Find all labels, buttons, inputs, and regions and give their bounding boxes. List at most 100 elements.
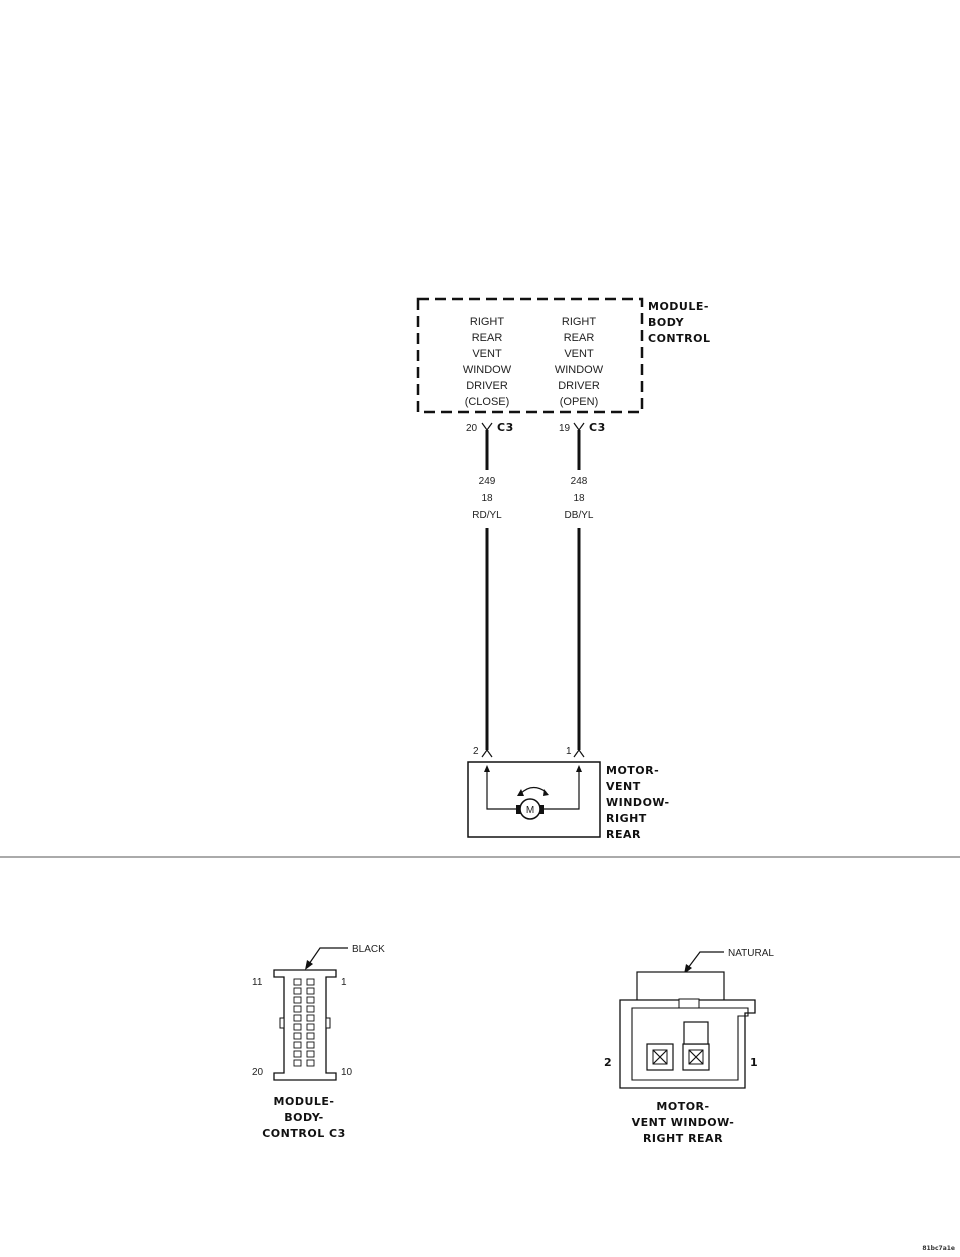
- svg-text:C3: C3: [589, 421, 606, 434]
- svg-text:C3: C3: [497, 421, 514, 434]
- svg-text:VENT: VENT: [564, 348, 594, 360]
- svg-text:(OPEN): (OPEN): [560, 396, 599, 408]
- module-title-line-3: CONTROL: [648, 332, 710, 345]
- motor-brush-right: [538, 805, 544, 814]
- wire-circuit: 248: [571, 476, 588, 487]
- connector-view-motor: NATURAL 2 1 MOTOR- VENT WINDOW- RIGHT RE…: [604, 948, 774, 1145]
- motor-internal-wiring: [486, 770, 580, 810]
- pin-label-left: 2: [604, 1056, 612, 1069]
- rotation-arrowhead-right: [543, 789, 549, 796]
- module-title-line-1: MODULE-: [648, 300, 709, 313]
- motor-brush-left: [516, 805, 522, 814]
- connector-cavity: [306, 987, 315, 995]
- pin-fork-symbol: [573, 748, 585, 758]
- connector-title-line-2: BODY-: [284, 1111, 323, 1124]
- module-title-line-2: BODY: [648, 316, 685, 329]
- color-label: NATURAL: [728, 948, 774, 959]
- pin-fork-symbol: [481, 422, 493, 432]
- connector-cavity: [306, 1005, 315, 1013]
- wire-open: 248 18 DB/YL: [565, 430, 594, 750]
- svg-text:DRIVER: DRIVER: [558, 380, 600, 392]
- connector-cavity: [293, 1032, 302, 1040]
- pin-label-bottom-right: 10: [341, 1067, 353, 1078]
- connector-cavity: [306, 1041, 315, 1049]
- connector-cavity: [293, 1014, 302, 1022]
- motor-pin-right: 1: [566, 746, 572, 757]
- wire-close: 249 18 RD/YL: [472, 430, 502, 750]
- motor-title-line-4: RIGHT: [606, 812, 647, 825]
- svg-text:RIGHT: RIGHT: [470, 316, 505, 328]
- pin-fork-symbol: [481, 748, 493, 758]
- module-dashed-outline: [416, 297, 644, 414]
- svg-text:REAR: REAR: [564, 332, 595, 344]
- pin-label-right: 1: [750, 1056, 758, 1069]
- wire-gauge: 18: [481, 493, 493, 504]
- svg-text:RIGHT: RIGHT: [562, 316, 597, 328]
- cavity-pin-2: [646, 1043, 674, 1071]
- rotation-arrow-icon: [519, 786, 547, 795]
- svg-text:20: 20: [466, 423, 478, 434]
- connector-top-tab: [678, 998, 700, 1009]
- svg-text:WINDOW: WINDOW: [463, 364, 512, 376]
- svg-text:REAR: REAR: [472, 332, 503, 344]
- wire-gauge: 18: [573, 493, 585, 504]
- c3-pin-close: 20 C3: [466, 421, 514, 434]
- connector-title-line-3: RIGHT REAR: [643, 1132, 723, 1145]
- cavity-pin-1: [682, 1043, 710, 1071]
- motor-title-line-2: VENT: [606, 780, 641, 793]
- motor-title-line-5: REAR: [606, 828, 641, 841]
- arrow-head-right: [576, 765, 582, 772]
- connector-cavity: [306, 1050, 315, 1058]
- wire-circuit: 249: [479, 476, 496, 487]
- connector-title-line-2: VENT WINDOW-: [632, 1116, 735, 1129]
- connector-cavity: [293, 1023, 302, 1031]
- connector-latch-left: [279, 1017, 285, 1029]
- motor-vent-window: 2 1 M MOTOR- VENT WINDOW- RIGHT REAR: [467, 746, 670, 841]
- wire-color: DB/YL: [565, 510, 594, 521]
- connector-cavity: [293, 996, 302, 1004]
- cavity-key: [683, 1021, 709, 1045]
- connector-cavity-grid: [293, 978, 315, 1067]
- connector-cavity: [293, 1041, 302, 1049]
- connector-cavity: [306, 996, 315, 1004]
- figure-id: 81bc7a1e: [922, 1245, 955, 1252]
- connector-cavity: [306, 1059, 315, 1067]
- connector-cavity: [306, 1023, 315, 1031]
- svg-text:(CLOSE): (CLOSE): [465, 396, 510, 408]
- connector-cavity: [306, 978, 315, 986]
- color-leader-line: [687, 951, 724, 969]
- connector-cavity: [293, 1005, 302, 1013]
- rotation-arrowhead-left: [517, 789, 524, 796]
- wire-color: RD/YL: [472, 510, 502, 521]
- motor-pin-left: 2: [473, 746, 479, 757]
- svg-text:19: 19: [559, 423, 571, 434]
- connector-latch-right: [325, 1017, 331, 1029]
- motor-title-line-3: WINDOW-: [606, 796, 670, 809]
- connector-inner-shell: [631, 1007, 749, 1081]
- motor-title-line-1: MOTOR-: [606, 764, 659, 777]
- close-driver-label: RIGHT REAR VENT WINDOW DRIVER (CLOSE): [463, 316, 512, 408]
- connector-cavity: [293, 978, 302, 986]
- connector-cavity: [306, 1032, 315, 1040]
- connector-view-c3: BLACK 11 1 20 10 MODULE- BODY- CONTROL C…: [252, 944, 385, 1140]
- connector-title-line-1: MODULE-: [274, 1095, 335, 1108]
- svg-text:DRIVER: DRIVER: [466, 380, 508, 392]
- color-label: BLACK: [352, 944, 385, 955]
- pin-label-bottom-left: 20: [252, 1067, 264, 1078]
- c3-pin-open: 19 C3: [559, 421, 606, 434]
- connector-title-line-3: CONTROL C3: [262, 1127, 346, 1140]
- connector-cavity: [306, 1014, 315, 1022]
- pin-fork-symbol: [573, 422, 585, 432]
- pin-label-top-right: 1: [341, 977, 347, 988]
- connector-top-housing: [636, 971, 725, 1003]
- connector-cavity: [293, 1059, 302, 1067]
- motor-enclosure: [467, 761, 601, 838]
- pin-label-top-left: 11: [252, 977, 263, 988]
- arrow-head-left: [484, 765, 490, 772]
- connector-cavity: [293, 1050, 302, 1058]
- connector-cavity: [293, 987, 302, 995]
- motor-symbol-icon: [519, 798, 541, 820]
- color-leader-arrowhead: [305, 960, 313, 970]
- connector-title-line-1: MOTOR-: [656, 1100, 709, 1113]
